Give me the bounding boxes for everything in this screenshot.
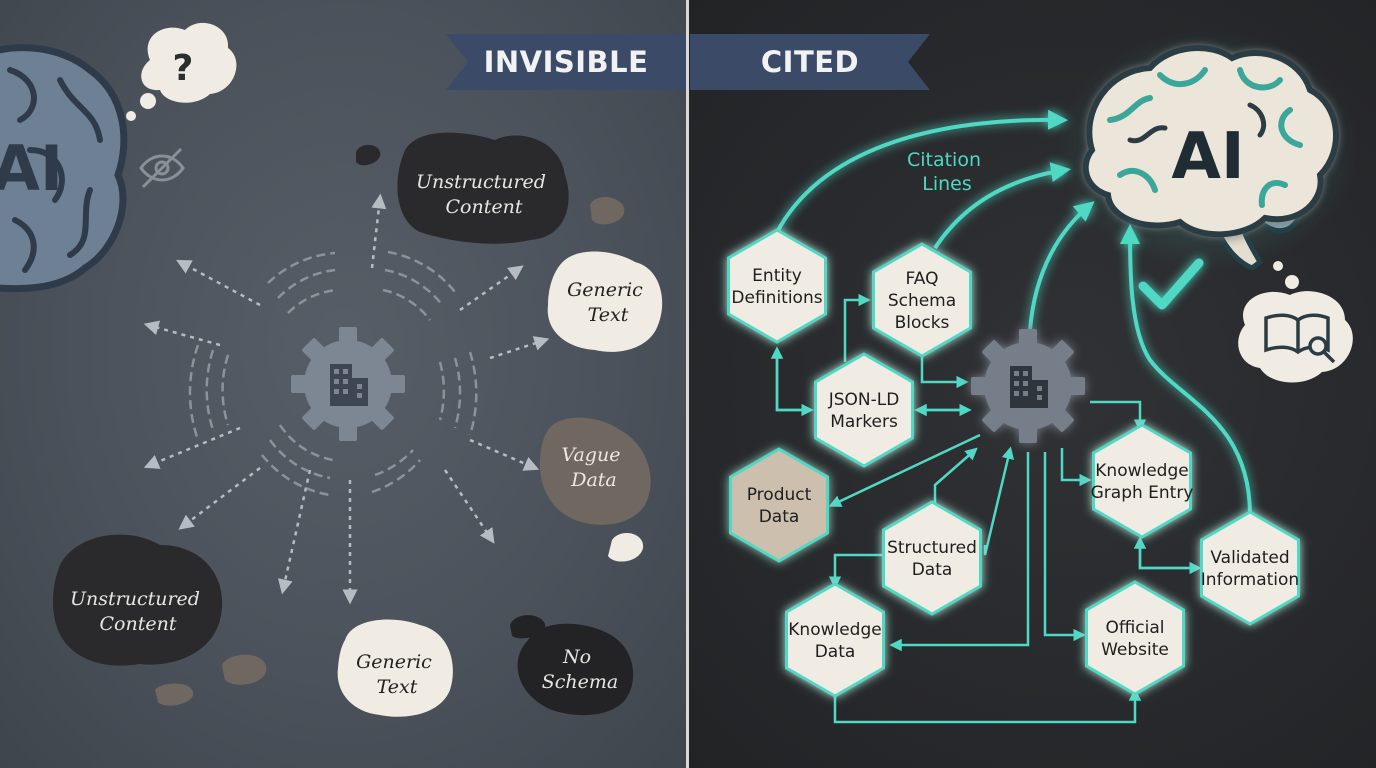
blob-unstructured-bottom: Unstructured Content (52, 534, 223, 666)
svg-text:Generic Text: Generic Text (567, 279, 649, 326)
hex-label-line: Markers (830, 412, 898, 432)
blob-text-line: Text (377, 676, 418, 698)
hex-shape (1092, 423, 1192, 539)
hex-label-line: Information (1201, 570, 1299, 590)
hex-label-line: Validated (1210, 548, 1289, 568)
hex-label-line: Product (747, 485, 812, 505)
right-gear-building-icon (971, 329, 1085, 443)
question-mark: ? (173, 48, 194, 89)
hex-label-line: Data (815, 642, 856, 662)
blob-text-line: Generic (567, 279, 643, 301)
left-fading-arcs (188, 250, 478, 497)
blob-text-line: Vague (562, 444, 621, 466)
hex-shape (727, 228, 827, 344)
hex-label-line: Data (912, 560, 953, 580)
hex-label-line: Blocks (895, 313, 950, 333)
hex-shape (1200, 510, 1300, 626)
blob-text-line: Content (446, 196, 523, 218)
hex-label-line: Structured (887, 538, 977, 558)
blob-text-line: Text (588, 304, 629, 326)
banner-cited: CITED (690, 34, 930, 90)
left-brain-label: AI (0, 132, 63, 205)
svg-text:No Schema: No Schema (542, 646, 618, 693)
hex-label-line: JSON-LD (828, 390, 900, 410)
left-gear-building-icon (291, 327, 405, 441)
blob-text-line: Content (100, 613, 177, 635)
eye-slash-icon (139, 147, 185, 189)
citation-lines (774, 109, 1252, 516)
hex-shape (814, 352, 914, 468)
right-brain: AI (1058, 30, 1358, 271)
right-brain-label: AI (1171, 120, 1244, 194)
hex-shape (785, 582, 885, 698)
hex-label-line: Schema (888, 291, 956, 311)
banner-invisible: INVISIBLE (446, 34, 686, 90)
blob-text-line: Generic (356, 651, 432, 673)
checkmark-icon (1138, 258, 1204, 310)
svg-text:Unstructured Content: Unstructured Content (416, 171, 552, 218)
citation-lines-label: Citation Lines (907, 149, 987, 195)
panel-divider (686, 0, 689, 768)
svg-text:Generic Text: Generic Text (356, 651, 438, 698)
hex-shape (729, 447, 829, 563)
left-scatter-arrows (143, 193, 550, 605)
blob-text-line: Schema (542, 671, 618, 693)
hex-label-line: Entity (752, 266, 802, 286)
hex-label-line: Data (759, 507, 800, 527)
left-brain: AI (0, 44, 128, 293)
left-thought-bubble: ? (126, 22, 237, 121)
svg-text:Vague Data: Vague Data (562, 444, 627, 491)
blob-unstructured-top: Unstructured Content (397, 132, 569, 244)
hex-shape (882, 500, 982, 616)
hex-label-line: Definitions (731, 288, 822, 308)
hex-label-line: FAQ (906, 269, 939, 289)
hex-label-line: Website (1101, 640, 1169, 660)
blob-text-line: Unstructured (416, 171, 546, 193)
book-thought-bubble (1238, 261, 1353, 383)
blob-text-line: No (562, 646, 591, 668)
blob-text-line: Unstructured (70, 588, 200, 610)
blob-generic-bottom: Generic Text (337, 619, 453, 717)
hex-shape (872, 242, 972, 358)
svg-text:Unstructured Content: Unstructured Content (70, 588, 206, 635)
blob-no-schema: No Schema (517, 623, 634, 716)
hex-shape (1085, 580, 1185, 696)
blob-text-line: Data (570, 469, 617, 491)
blob-vague-data: Vague Data (539, 417, 651, 525)
book-magnifier-icon (1264, 313, 1336, 364)
hex-label-line: Graph Entry (1091, 483, 1194, 503)
node-connectors (770, 293, 1202, 724)
hex-label-line: Knowledge (788, 620, 881, 640)
blob-generic-right: Generic Text (547, 251, 663, 352)
hex-label-line: Knowledge (1095, 461, 1188, 481)
hex-label-line: Official (1105, 618, 1164, 638)
